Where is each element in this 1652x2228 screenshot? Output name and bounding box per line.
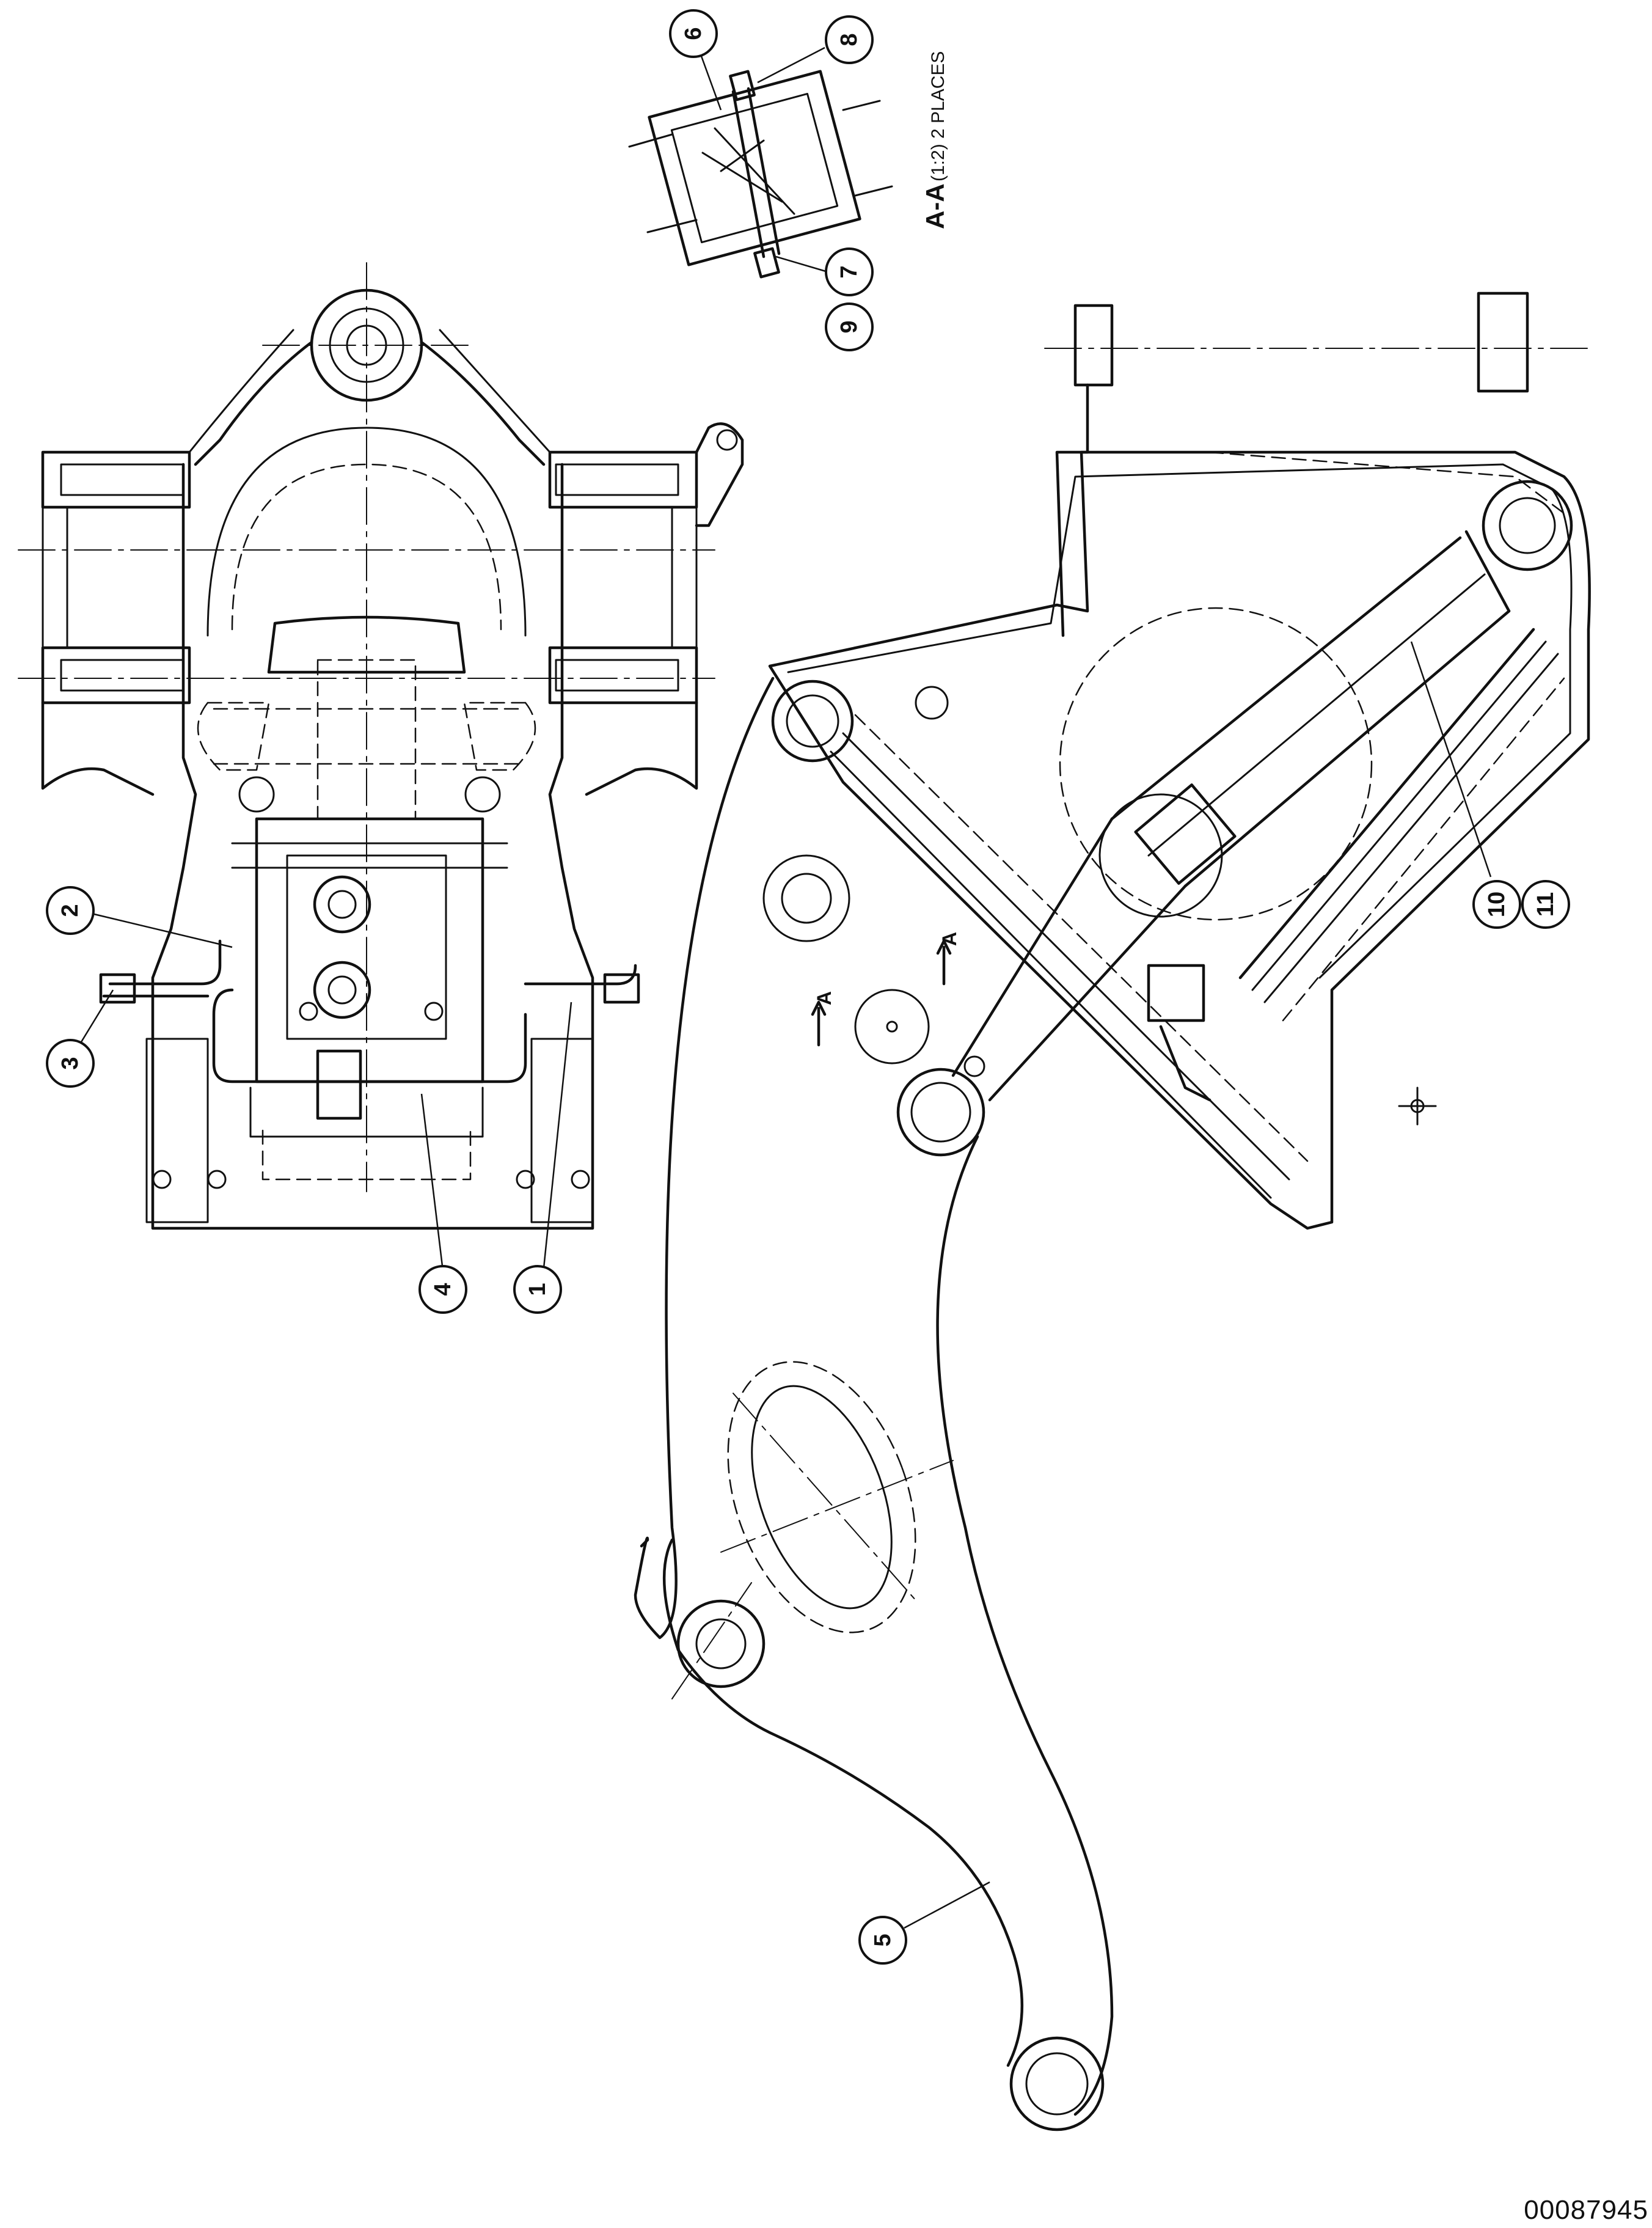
callout-3-label: 3 [57, 1057, 83, 1069]
callout-7: 7 [825, 247, 874, 296]
boom-arm [634, 676, 1114, 2131]
callout-7-label: 7 [836, 265, 862, 278]
section-label: A-A (1:2) 2 PLACES [921, 51, 949, 229]
callout-10-label: 10 [1484, 892, 1510, 917]
callout-6: 6 [669, 9, 718, 58]
callout-6-label: 6 [681, 27, 706, 40]
section-marker-right: A [936, 932, 960, 986]
section-scale-text: (1:2) 2 PLACES [928, 51, 948, 181]
callout-11-label: 11 [1533, 892, 1559, 917]
callout-8: 8 [825, 15, 874, 64]
callout-8-label: 8 [836, 33, 862, 46]
callout-4-label: 4 [430, 1283, 456, 1295]
callout-2-label: 2 [57, 904, 83, 917]
section-a-a-detail [628, 70, 893, 279]
section-label-text: A-A [921, 183, 949, 229]
callout-5: 5 [858, 1916, 907, 1965]
callout-5-label: 5 [870, 1933, 896, 1946]
document-number: 00087945 [1524, 2195, 1648, 2225]
section-marker-right-text: A [938, 932, 960, 946]
callout-9-label: 9 [836, 320, 862, 333]
section-marker-left: A [811, 991, 835, 1047]
reference-crosshair [1398, 1087, 1437, 1126]
callout-3: 3 [46, 1039, 95, 1088]
callout-9: 9 [825, 302, 874, 351]
callout-11: 11 [1521, 880, 1570, 929]
section-marker-left-text: A [813, 991, 835, 1005]
front-view-frame [18, 262, 744, 1230]
callout-10: 10 [1472, 880, 1521, 929]
callout-1-label: 1 [525, 1283, 550, 1295]
callout-4: 4 [418, 1265, 467, 1314]
callout-2: 2 [46, 886, 95, 935]
side-view-bracket [762, 291, 1591, 1230]
callout-1: 1 [513, 1265, 562, 1314]
